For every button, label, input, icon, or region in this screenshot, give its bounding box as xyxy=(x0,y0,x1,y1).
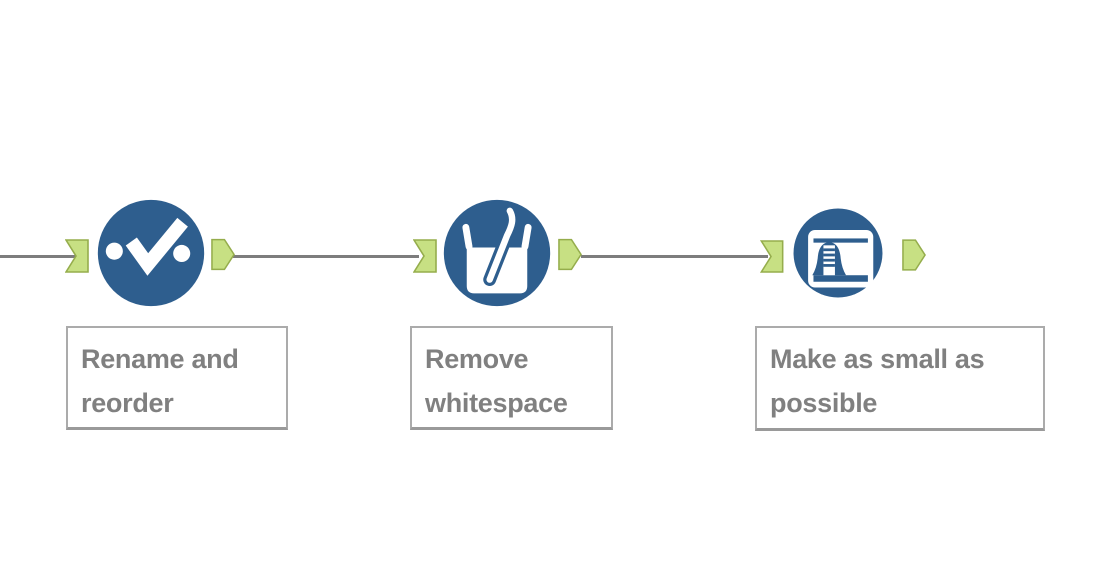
annotation-box-tool2[interactable]: Remove whitespace xyxy=(410,326,613,430)
tool3-input-anchor[interactable] xyxy=(760,240,784,273)
connection-wire-tool2-tool3[interactable] xyxy=(581,255,768,258)
tool2-input-anchor[interactable] xyxy=(413,239,437,273)
tool2-output-anchor[interactable] xyxy=(558,238,582,271)
select-check-dots-icon xyxy=(97,199,205,307)
annotation-text: Make as small as possible xyxy=(770,344,985,418)
tool3-output-anchor[interactable] xyxy=(902,239,926,271)
annotation-text: Remove whitespace xyxy=(425,344,568,418)
tool-node-select[interactable] xyxy=(96,198,206,308)
connection-wire-incoming[interactable] xyxy=(0,255,78,258)
connection-wire-tool1-tool2[interactable] xyxy=(233,255,419,258)
autofield-window-column-icon xyxy=(793,208,883,298)
tool1-input-anchor[interactable] xyxy=(65,239,89,273)
annotation-box-tool3[interactable]: Make as small as possible xyxy=(755,326,1045,431)
cleansing-bucket-brush-icon xyxy=(443,199,551,307)
tool1-output-anchor[interactable] xyxy=(211,238,235,271)
annotation-text: Rename and reorder xyxy=(81,344,239,418)
annotation-box-tool1[interactable]: Rename and reorder xyxy=(66,326,288,430)
tool-node-auto-field[interactable] xyxy=(792,207,884,299)
tool-node-data-cleansing[interactable] xyxy=(442,198,552,308)
